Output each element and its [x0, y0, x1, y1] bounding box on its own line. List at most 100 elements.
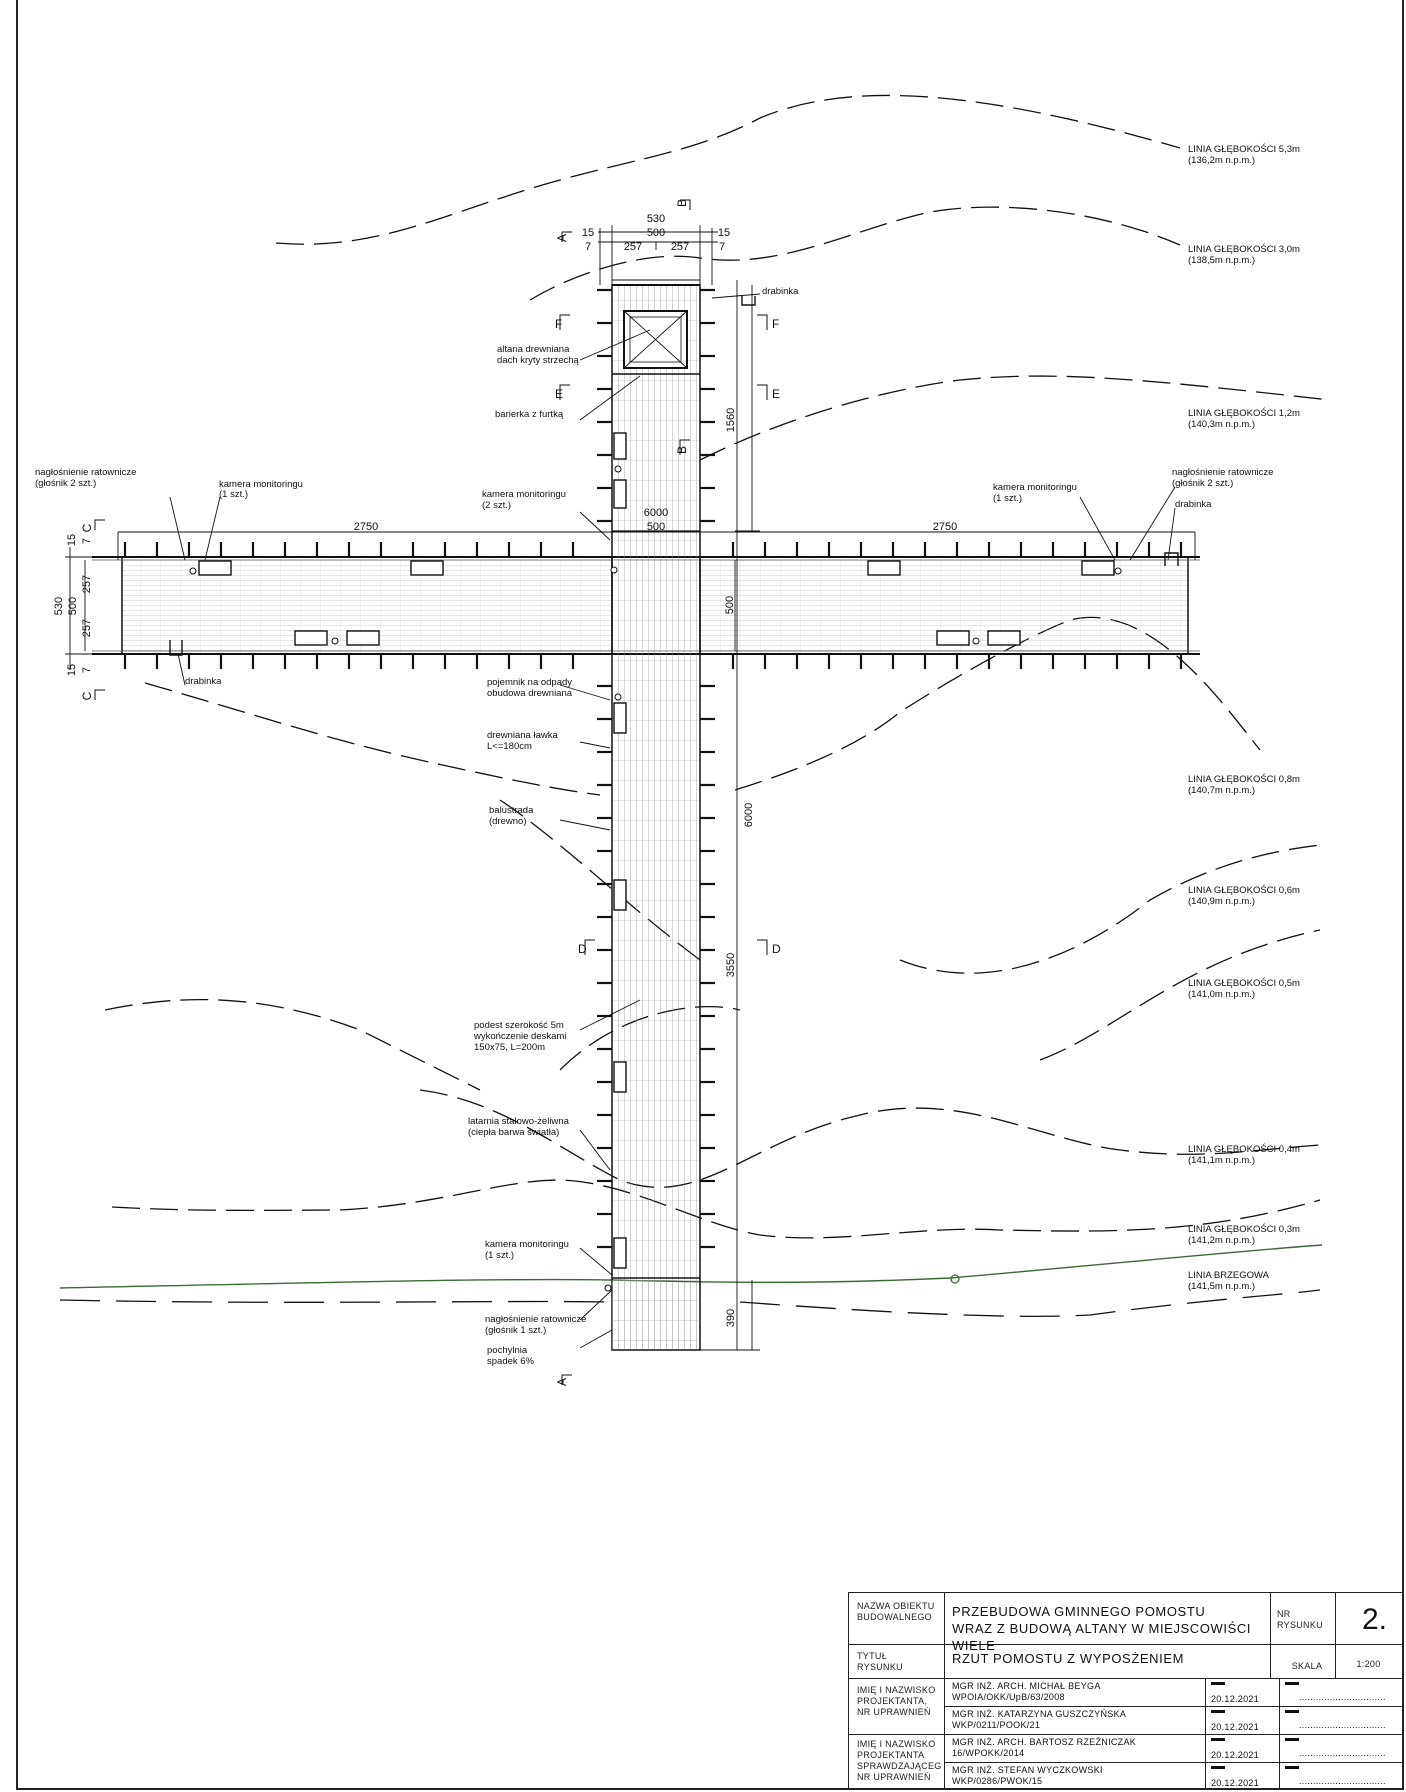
dim-530-top: 530 [647, 213, 665, 225]
section-C-bot: C [80, 691, 94, 700]
label-balustrada-2: (drewno) [489, 816, 527, 827]
date-4: 20.12.2021 [1211, 1778, 1260, 1788]
label-nagl-left-2: (głośnik 2 szt.) [35, 478, 96, 489]
depth-1-2-label: LINIA GŁĘBOKOŚCI 1,2m [1188, 407, 1300, 419]
signature-field: ............................... [1299, 1692, 1386, 1702]
dim-500-top: 500 [647, 227, 665, 239]
label-kamera-bot-2: (1 szt.) [485, 1250, 514, 1261]
depth-contours [59, 94, 1331, 1317]
section-A-top: A [555, 234, 569, 242]
ladder-symbols [169, 296, 1179, 656]
bench [613, 702, 627, 734]
signature-field: ............................... [1299, 1776, 1386, 1786]
section-B-top: B [675, 199, 689, 207]
bench [613, 1237, 627, 1269]
contour-0-3 [111, 1179, 1321, 1239]
signature-mark [1211, 1738, 1225, 1741]
label-lawka-2: L<=180cm [487, 741, 532, 752]
scale-value: 1:200 [1356, 1659, 1381, 1669]
contour-0-4 [419, 1089, 1321, 1188]
dim-7-left-bot: 7 [81, 667, 93, 673]
drawing-title: RZUT POMOSTU Z WYPOSŻENIEM [952, 1651, 1185, 1666]
shoreline-sub: (141,5m n.p.m.) [1188, 1281, 1255, 1292]
depth-1-2-sub: (140,3m n.p.m.) [1188, 419, 1255, 430]
contour-0-8a [144, 682, 601, 796]
shoreline-label: LINIA BRZEGOWA [1188, 1270, 1270, 1281]
bench [346, 630, 380, 646]
signature-mark [1285, 1766, 1299, 1769]
section-B-mid: B [675, 446, 689, 454]
annotation-labels: drabinka altana drewniana dach kryty str… [35, 286, 1273, 1367]
drawing-number-label: NR RYSUNKU [1277, 1609, 1323, 1630]
contour-0-6 [499, 799, 1321, 974]
section-letters: A B F F E E B C C D D A [80, 199, 781, 1386]
label-nagl-bot-1: nagłośnienie ratownicze [485, 1314, 586, 1325]
bench [936, 630, 970, 646]
dim-2750-right: 2750 [933, 521, 957, 533]
dim-2750-left: 2750 [354, 521, 378, 533]
dim-15-left-bot: 15 [66, 664, 78, 676]
object-name: PRZEBUDOWA GMINNEGO POMOSTU WRAZ Z BUDOW… [952, 1604, 1252, 1653]
section-F-left: F [555, 317, 562, 331]
checkers-label: IMIĘ I NAZWISKO PROJEKTANTA SPRAWDZAJĄCE… [857, 1739, 942, 1782]
dim-15-left-top: 15 [66, 534, 78, 546]
bench [987, 630, 1021, 646]
dim-500-left: 500 [67, 597, 79, 615]
section-A-bot: A [555, 1378, 569, 1386]
depth-5-3-label: LINIA GŁĘBOKOŚCI 5,3m [1188, 143, 1300, 155]
contour-0-5 [104, 929, 1321, 1091]
designer-1: MGR INŻ. ARCH. MICHAŁ BEYGA WPOIA/OKK/Up… [952, 1681, 1101, 1702]
depth-3-0-label: LINIA GŁĘBOKOŚCI 3,0m [1188, 243, 1300, 255]
title-label: TYTUŁ RYSUNKU [857, 1651, 903, 1672]
label-podest-1: podest szerokość 5m [474, 1020, 564, 1031]
date-2: 20.12.2021 [1211, 1722, 1260, 1732]
label-kamera-left-1: kamera monitoringu [219, 479, 303, 490]
section-E-left: E [555, 387, 563, 401]
dim-390: 390 [725, 1309, 737, 1327]
label-barierka: barierka z furtką [495, 409, 564, 420]
label-drabinka-left: drabinka [185, 676, 222, 687]
dim-3550: 3550 [725, 953, 737, 977]
depth-labels: LINIA GŁĘBOKOŚCI 5,3m (136,2m n.p.m.) LI… [1188, 143, 1300, 1292]
depth-0-4-sub: (141,1m n.p.m.) [1188, 1155, 1255, 1166]
railing-posts [123, 288, 1183, 1249]
label-lawka-1: drewniana ławka [487, 730, 558, 741]
depth-0-4-label: LINIA GŁĘBOKOŚCI 0,4m [1188, 1143, 1300, 1155]
signature-mark [1211, 1710, 1225, 1713]
dim-257-left-b: 257 [81, 619, 93, 637]
bench [867, 560, 901, 576]
section-D-left: D [578, 942, 587, 956]
signature-mark [1285, 1682, 1299, 1685]
label-podest-2: wykończenie deskami [473, 1031, 566, 1042]
label-nagl-left-1: nagłośnienie ratownicze [35, 467, 136, 478]
shoreline-green [59, 1244, 1323, 1289]
dim-1560: 1560 [725, 408, 737, 432]
dimension-lines [65, 225, 1196, 1351]
deck-main [611, 279, 701, 1351]
contour-5-3 [275, 94, 1181, 245]
dim-257-left: 257 [624, 241, 642, 253]
label-kamera-mid-2: (2 szt.) [482, 500, 511, 511]
bench [613, 879, 627, 911]
bench [410, 560, 444, 576]
section-E-right: E [772, 387, 780, 401]
label-pochylnia-2: spadek 6% [487, 1356, 535, 1367]
label-latarnia-2: (ciepła barwa światła) [468, 1127, 559, 1138]
shoreline-dashed [59, 1289, 1321, 1317]
label-drabinka-right: drabinka [1175, 499, 1212, 510]
section-C-top: C [80, 523, 94, 532]
equipment-markers [189, 465, 1122, 1292]
bench [294, 630, 328, 646]
dim-257-left-a: 257 [81, 575, 93, 593]
label-kamera-left-2: (1 szt.) [219, 489, 248, 500]
label-pojemnik-1: pojemnik na odpady [487, 677, 572, 688]
depth-3-0-sub: (138,5m n.p.m.) [1188, 255, 1255, 266]
label-pochylnia-1: pochylnia [487, 1345, 528, 1356]
section-F-right: F [772, 317, 779, 331]
label-nagl-right-1: nagłośnienie ratownicze [1172, 467, 1273, 478]
label-balustrada-1: balustrada [489, 805, 534, 816]
dim-500-mid-right: 500 [724, 596, 736, 614]
dimension-texts: 530 500 15 15 7 7 257 257 6000 500 2750 … [53, 213, 957, 1327]
depth-0-8-sub: (140,7m n.p.m.) [1188, 785, 1255, 796]
dim-7-left: 7 [585, 241, 591, 253]
